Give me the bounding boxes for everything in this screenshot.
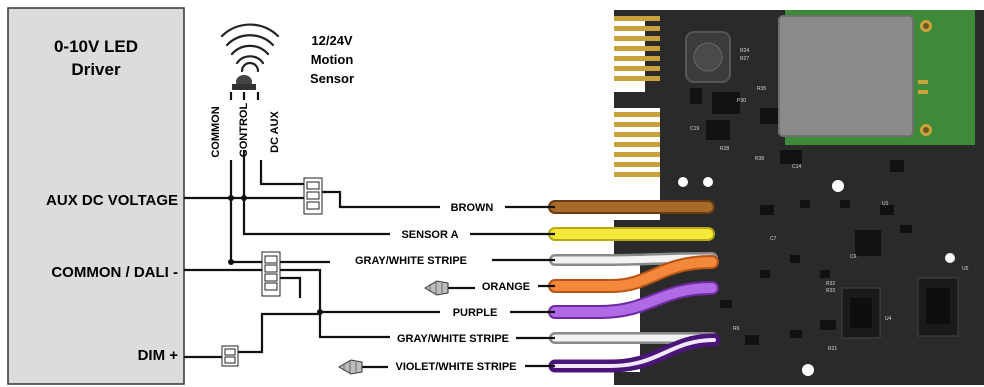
motion-sensor: 12/24V Motion Sensor COMMON CONTROL DC A…	[210, 23, 354, 158]
rf-module-shield	[778, 15, 914, 137]
wire-label-orange: ORANGE	[482, 281, 530, 293]
wire-labels: BROWN SENSOR A GRAY/WHITE STRIPE ORANGE …	[355, 202, 530, 373]
sensor-lead-control: CONTROL	[238, 103, 250, 158]
pcb-label: R32	[826, 281, 835, 287]
driver-title-line2: Driver	[71, 60, 121, 79]
pcb-label: R28	[720, 146, 729, 152]
wire-nut-icon	[338, 359, 363, 375]
pcb-label: R35	[757, 86, 766, 92]
pcb-label: R27	[740, 56, 749, 62]
wire-label-violet-white: VIOLET/WHITE STRIPE	[395, 361, 516, 373]
wire-leads	[548, 200, 721, 373]
relay-right	[917, 277, 959, 337]
pcb-label: C7	[770, 236, 777, 242]
junctions	[228, 195, 323, 315]
pcb-label: R24	[740, 48, 749, 54]
led-driver: 0-10V LED Driver AUX DC VOLTAGE COMMON /…	[7, 7, 185, 385]
wireless-signal-icon	[220, 23, 280, 73]
wire-label-sensor-a: SENSOR A	[401, 229, 458, 241]
pcb-silkscreen: R24 R27 R35 P30 C19 R28 R38 C14 C6 R32 R…	[690, 48, 969, 352]
terminal-common-dali: COMMON / DALI -	[51, 264, 178, 281]
connector-aux	[303, 177, 323, 215]
pcb-label: C14	[792, 164, 801, 170]
pcb-label: R38	[755, 156, 764, 162]
pcb-board: R24 R27 R35 P30 C19 R28 R38 C14 C6 R32 R…	[614, 10, 984, 385]
connector-common	[261, 251, 281, 297]
connector-dim	[221, 345, 239, 367]
terminal-aux-dc-voltage: AUX DC VOLTAGE	[46, 192, 178, 209]
relay-left	[841, 287, 881, 339]
driver-title-line1: 0-10V LED	[54, 37, 138, 56]
pcb-label: R21	[828, 346, 837, 352]
sensor-title-line1: 12/24V	[311, 33, 353, 48]
sensor-lead-dc-aux: DC AUX	[269, 110, 281, 152]
wire-nut-icon	[424, 280, 449, 296]
wire-label-purple: PURPLE	[453, 307, 498, 319]
sensor-title-line2: Motion	[311, 52, 354, 67]
pcb-label: R33	[826, 288, 835, 294]
gold-edge-fingers	[614, 16, 660, 177]
pcb-label: C6	[850, 254, 857, 260]
pcb-label: U1	[882, 201, 889, 207]
pcb-label: U5	[962, 266, 969, 272]
driver-box	[7, 7, 185, 385]
wire-label-brown: BROWN	[451, 202, 494, 214]
pcb-label: P30	[737, 98, 746, 104]
wiring	[184, 92, 555, 369]
pcb-label: U4	[885, 316, 892, 322]
wire-label-gray-white-2: GRAY/WHITE STRIPE	[397, 333, 509, 345]
sensor-lead-common: COMMON	[210, 106, 222, 157]
pcb-label: C19	[690, 126, 699, 132]
pcb-label: R6	[733, 326, 740, 332]
smd-components	[690, 88, 912, 345]
sensor-title-line3: Sensor	[310, 71, 354, 86]
terminal-dim-plus: DIM +	[138, 347, 179, 364]
wire-label-gray-white-1: GRAY/WHITE STRIPE	[355, 255, 467, 267]
